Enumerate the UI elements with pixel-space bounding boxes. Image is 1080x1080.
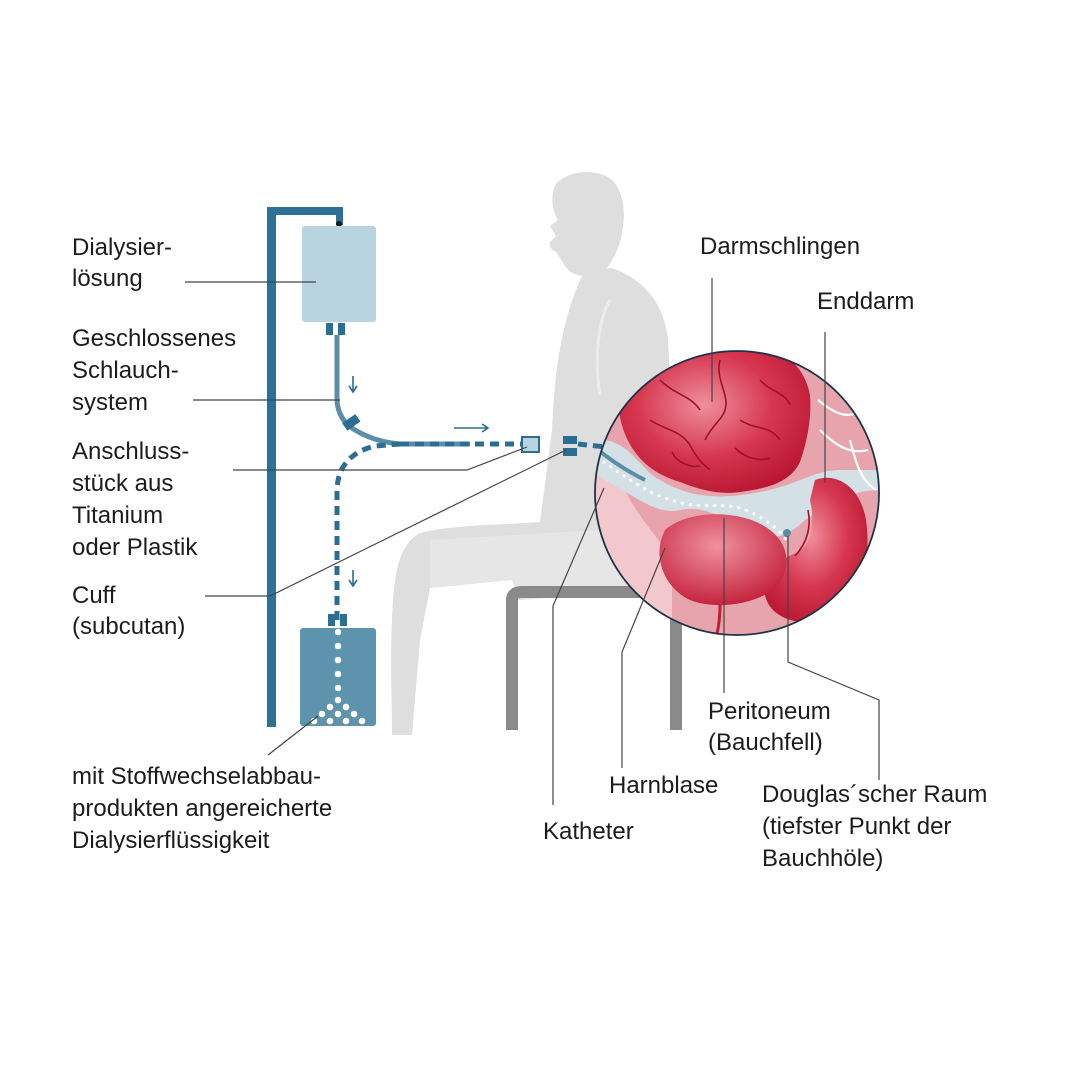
arrow-down-inflow (348, 376, 358, 394)
abdomen-zoom-view (594, 350, 880, 636)
titanium-connector (521, 436, 540, 453)
leader-lines (185, 278, 880, 805)
label-waste-fluid: mit Stoffwechselabbau-produkten angereic… (72, 763, 332, 854)
waste-particle (350, 710, 358, 718)
label-line: Geschlossenes (72, 325, 236, 352)
waste-bag (300, 614, 376, 726)
waste-bag-clamp-right (340, 614, 347, 626)
head-silhouette (549, 172, 624, 296)
waste-particle (334, 642, 342, 650)
waste-particle (342, 717, 350, 725)
label-line: Bauchhöle) (762, 845, 883, 872)
waste-particle (334, 670, 342, 678)
arm-contour (595, 299, 612, 396)
waste-particle (334, 696, 342, 704)
hook-knob (336, 221, 342, 227)
chair-frame (506, 586, 682, 730)
waste-particle (334, 710, 342, 718)
urethra (710, 604, 722, 635)
patient-silhouette (391, 172, 672, 735)
label-line: mit Stoffwechselabbau- (72, 763, 321, 790)
peritoneum-membrane (602, 460, 788, 542)
waste-particle (318, 710, 326, 718)
label-line: Katheter (543, 818, 634, 845)
waste-particle (334, 628, 342, 636)
chair (506, 586, 682, 730)
label-line: Anschluss- (72, 438, 189, 465)
waste-particle (358, 717, 366, 725)
label-line: (subcutan) (72, 613, 185, 640)
stand-arm (267, 207, 343, 215)
label-line: Dialysier- (72, 234, 172, 261)
label-line: stück aus (72, 470, 173, 497)
cuff-upper (563, 436, 577, 444)
leader-douglas (787, 536, 880, 780)
label-line: Schlauch- (72, 357, 179, 384)
label-line: Darmschlingen (700, 233, 860, 260)
label-line: produkten angereicherte (72, 795, 332, 822)
label-line: Douglas´scher Raum (762, 781, 987, 808)
waste-particle (326, 703, 334, 711)
label-bladder: Harnblase (609, 772, 718, 799)
inflow-tube (334, 335, 470, 447)
zoom-circle-border (594, 350, 880, 636)
label-line: Titanium (72, 502, 163, 529)
arrow-down-drain (348, 570, 358, 588)
label-line: Cuff (72, 582, 116, 609)
stand-pole (267, 207, 276, 727)
rectum-fold (794, 509, 810, 557)
body-silhouette (391, 268, 672, 735)
dialysate-bag (302, 226, 376, 335)
label-line: lösung (72, 265, 143, 292)
label-catheter: Katheter (543, 818, 634, 845)
fresh-bag-clamp-left (326, 323, 333, 335)
label-line: Harnblase (609, 772, 718, 799)
iv-stand (267, 207, 343, 727)
leader-connector (233, 446, 528, 471)
label-dialysate: Dialysier-lösung (72, 234, 172, 292)
leader-catheter (552, 487, 605, 805)
label-line: (tiefster Punkt der (762, 813, 951, 840)
waste-bag-clamp-left (328, 614, 335, 626)
leader-bladder (621, 547, 666, 768)
label-line: Dialysierflüssigkeit (72, 827, 270, 854)
label-line: Enddarm (817, 288, 914, 315)
label-intestines: Darmschlingen (700, 233, 860, 260)
tube-clip (342, 414, 361, 431)
waste-particle (326, 717, 334, 725)
bladder (659, 514, 787, 606)
tube-system (334, 335, 607, 620)
label-cuff: Cuff (subcutan) (72, 582, 185, 640)
waste-particle (310, 717, 318, 725)
label-peritoneum: Peritoneum (Bauchfell) (708, 698, 831, 756)
waste-particle (342, 703, 350, 711)
intestine-folds (649, 359, 791, 471)
flow-arrows (348, 376, 490, 588)
label-line: Peritoneum (708, 698, 831, 725)
label-line: system (72, 389, 148, 416)
thigh-shade (430, 530, 640, 600)
waste-particle (334, 684, 342, 692)
fresh-bag-body (302, 226, 376, 322)
catheter-tip (783, 529, 791, 537)
cuff-lower (563, 448, 577, 456)
leader-cuff (205, 449, 567, 597)
label-line: (Bauchfell) (708, 729, 823, 756)
catheter-line-inner (577, 441, 607, 450)
leader-waste-fluid (267, 715, 319, 756)
waste-particle (334, 656, 342, 664)
label-rectum: Enddarm (817, 288, 914, 315)
arrow-right-flow (454, 423, 490, 433)
fresh-bag-clamp-right (338, 323, 345, 335)
label-line: oder Plastik (72, 534, 198, 561)
rectum (764, 477, 868, 623)
waste-particles (310, 628, 366, 725)
bag-hook (336, 207, 343, 225)
